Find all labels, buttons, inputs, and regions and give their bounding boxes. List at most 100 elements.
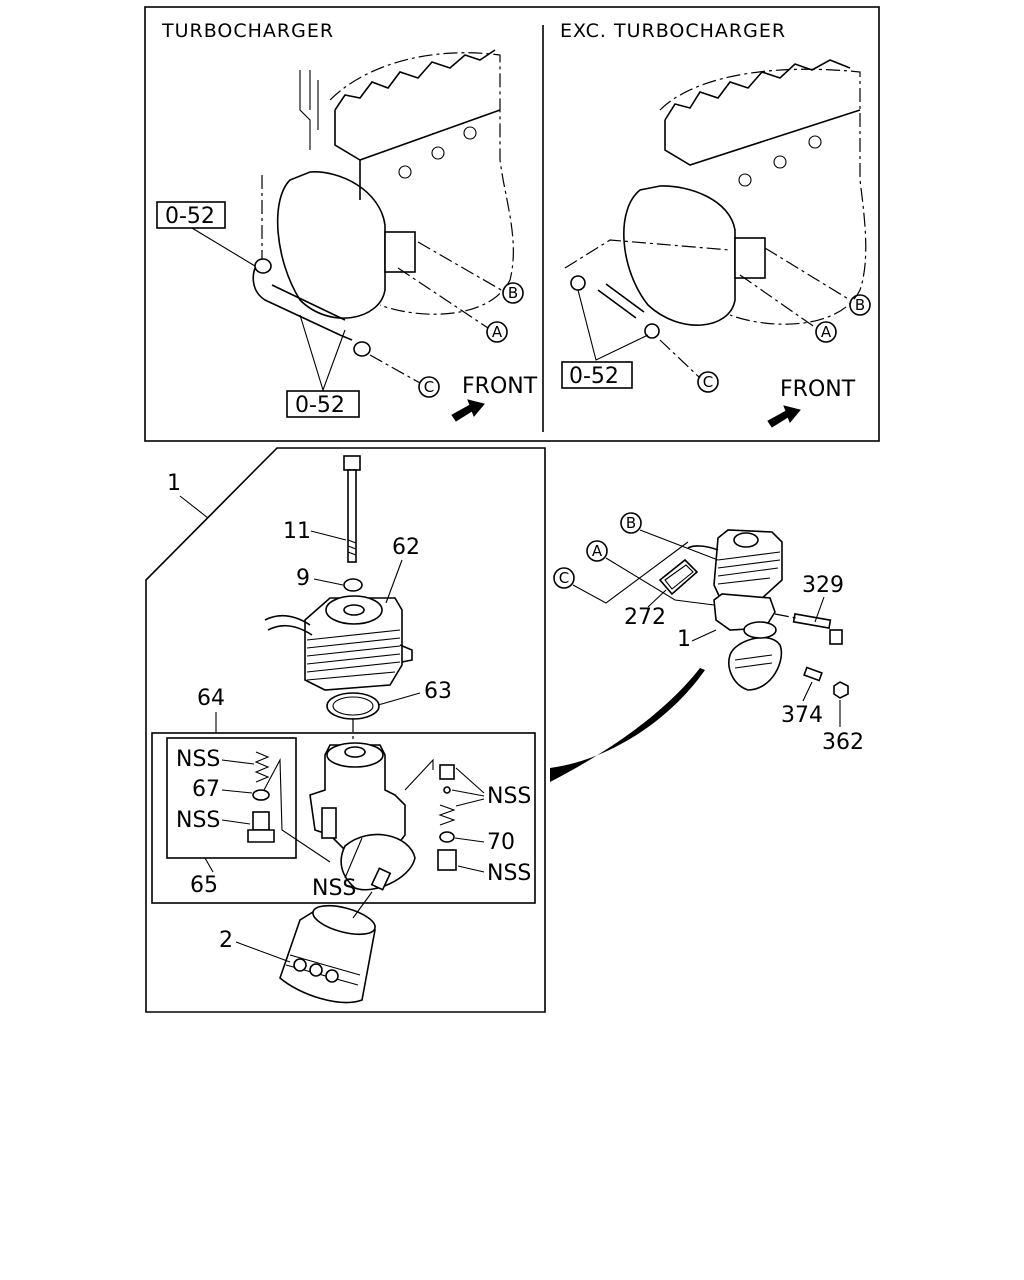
right-marker-c-text: C	[703, 373, 713, 391]
housing-filter-mount	[340, 833, 416, 891]
oil-cooler-pipe	[264, 614, 313, 636]
oil-cooler-center	[343, 604, 365, 616]
left-ref-upper: 0-52	[165, 204, 215, 229]
left-ref-box-upper	[156, 201, 226, 229]
left-oil-pipe	[252, 261, 353, 341]
bolt-329-axis	[774, 613, 797, 619]
mount-marker-b	[620, 512, 642, 534]
left-marker-c-text: C	[424, 378, 434, 396]
callout-11: 11	[283, 519, 311, 544]
right-oil-pipe	[597, 283, 645, 319]
mount-marker-c-leader	[572, 541, 689, 604]
nut-362	[833, 681, 849, 699]
left-turbo-pipe	[299, 70, 319, 150]
mount-marker-a-leader	[605, 557, 715, 606]
left-front-arrow-icon	[451, 399, 485, 422]
mount-marker-a-text: A	[592, 542, 603, 560]
right-marker-a	[815, 321, 837, 343]
mount-housing	[713, 593, 776, 631]
callout-272: 272	[624, 605, 666, 630]
left-plug-hole-3	[463, 126, 477, 140]
housing-nipple	[370, 867, 392, 891]
filter-axis	[352, 891, 373, 919]
callout-1: 1	[167, 471, 181, 496]
nss-group-leaders	[451, 767, 485, 807]
callout-374: 374	[781, 703, 823, 728]
callout-9: 9	[296, 566, 310, 591]
left-marker-c	[418, 376, 440, 398]
curved-pointer-arrow	[550, 668, 705, 782]
left-marker-b	[502, 282, 524, 304]
right-flywheel-housing	[623, 185, 736, 326]
left-a-leader	[397, 267, 489, 329]
oil-filter-body	[279, 911, 376, 1004]
right-cam-cover-top	[664, 59, 851, 121]
right-panel-title: EXC. TURBOCHARGER	[560, 20, 786, 42]
callout-65: 65	[190, 873, 218, 898]
callout-2-leader	[235, 941, 291, 963]
oil-cooler-62	[264, 595, 413, 691]
left-plug-hole-2	[431, 146, 445, 160]
housing-left-port	[321, 807, 337, 839]
left-ref-lower: 0-52	[295, 393, 345, 418]
right-ref-box	[561, 361, 633, 389]
right-b-leader	[764, 247, 851, 301]
plug-nss	[437, 849, 457, 871]
valve-plug-nut	[247, 829, 275, 843]
right-parts-dash	[404, 758, 434, 791]
right-cam-cover-side	[664, 109, 861, 166]
oil-filter-top	[312, 904, 376, 936]
callout-67-leader	[221, 789, 253, 794]
right-plug-hole-1	[738, 173, 752, 187]
oil-cooler-tab	[399, 644, 413, 663]
oil-filter-knurl-3	[325, 969, 339, 983]
nss-label-valve: NSS	[487, 784, 531, 809]
top-panel: TURBOCHARGER EXC. TURBOCHARGER 0-52 0-52…	[144, 6, 880, 442]
right-cooler-port	[734, 237, 766, 279]
right-engine-outline	[659, 68, 867, 325]
right-guide-dash	[564, 239, 731, 269]
nss-plug-leader	[221, 819, 251, 825]
left-marker-b-text: B	[508, 284, 518, 302]
bolt-329	[792, 613, 832, 629]
callout-67: 67	[192, 777, 220, 802]
mount-filter	[728, 636, 783, 691]
mount-callout-1-leader	[691, 629, 717, 642]
callout-374-leader	[802, 681, 813, 702]
assembly-frame	[145, 447, 546, 1013]
nss-spring-leader	[221, 759, 255, 765]
nss-plug-right-leader	[457, 865, 485, 873]
left-c-leader	[369, 354, 421, 384]
mount-marker-b-leader	[639, 529, 719, 561]
right-marker-b-text: B	[855, 296, 865, 314]
left-panel-title: TURBOCHARGER	[161, 20, 334, 42]
bolt-11-head	[343, 455, 361, 471]
left-pipe-clamp	[254, 258, 272, 274]
left-cam-cover-side	[334, 109, 501, 200]
plug-cap-nss	[439, 764, 455, 780]
callout-63: 63	[424, 679, 452, 704]
top-panel-frame	[144, 6, 880, 442]
seal-ring-63-inner	[332, 696, 374, 716]
right-pipe-clamp	[570, 275, 586, 291]
left-front-label: FRONT	[462, 374, 538, 399]
right-ref-leader	[577, 289, 649, 361]
callout-1-leader	[179, 495, 209, 519]
oring-70	[439, 831, 455, 843]
callout-329-leader	[814, 596, 825, 623]
right-marker-b	[849, 294, 871, 316]
mount-marker-a	[586, 540, 608, 562]
left-plug-hole-1	[398, 165, 412, 179]
housing-top-hole	[344, 746, 366, 758]
left-marker-a	[486, 321, 508, 343]
bolt-11	[343, 455, 361, 563]
right-marker-c	[697, 371, 719, 393]
callout-62: 62	[392, 535, 420, 560]
mount-callout-1: 1	[677, 627, 691, 652]
right-engine-drawing	[564, 59, 867, 339]
right-marker-a-text: A	[821, 323, 832, 341]
spring-nss	[254, 751, 270, 783]
oil-filter-housing	[309, 742, 416, 891]
nss-label-spring: NSS	[176, 747, 220, 772]
